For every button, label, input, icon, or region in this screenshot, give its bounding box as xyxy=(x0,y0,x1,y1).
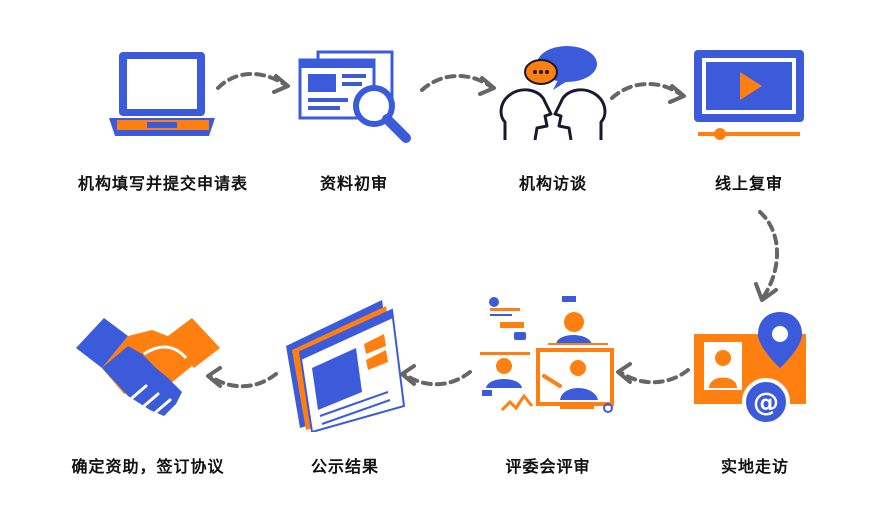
step-label-1: 机构填写并提交申请表 xyxy=(77,174,249,193)
laptop-icon xyxy=(109,52,215,136)
location-id-card-icon: @ xyxy=(694,312,806,426)
handshake-icon xyxy=(76,318,220,416)
webpage-window-icon xyxy=(286,300,406,432)
conversation-icon xyxy=(499,46,607,141)
video-conference-icon xyxy=(480,296,614,413)
step-label-3: 机构访谈 xyxy=(518,174,588,193)
document-search-icon xyxy=(298,50,411,143)
step-label-6: 评委会评审 xyxy=(505,457,591,476)
video-player-icon xyxy=(694,50,804,140)
step-label-4: 线上复审 xyxy=(714,174,784,193)
step-label-5: 实地走访 xyxy=(720,457,790,476)
svg-text:@: @ xyxy=(753,388,779,418)
step-label-7: 公示结果 xyxy=(310,457,380,476)
step-label-8: 确定资助，签订协议 xyxy=(71,457,225,476)
step-label-2: 资料初审 xyxy=(319,174,389,193)
